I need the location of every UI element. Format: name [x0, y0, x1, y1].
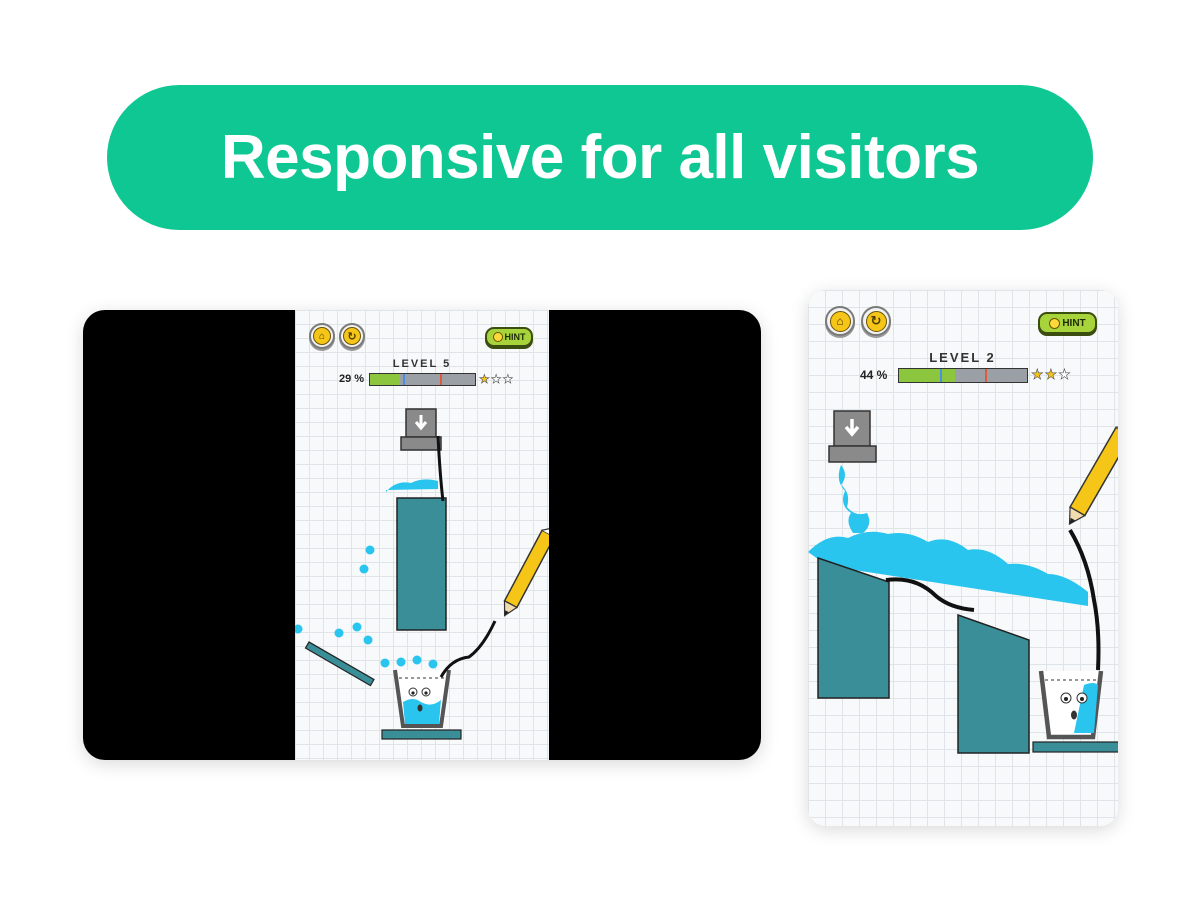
restart-icon: ↻ [343, 327, 361, 345]
progress-bar [898, 368, 1028, 383]
portrait-game-screen: ⌂ ↻ HINT LEVEL 2 44 % ★★★ [808, 290, 1118, 826]
level-title: LEVEL 5 [392, 358, 452, 370]
drawn-line [436, 435, 445, 502]
landscape-game-screen: ⌂ ↻ HINT LEVEL 5 29 % ★★★ [295, 310, 549, 760]
pencil-icon [503, 527, 549, 617]
star-filled-icon: ★ [479, 372, 490, 386]
headline-text: Responsive for all visitors [220, 123, 980, 192]
landscape-game-scene [295, 408, 549, 740]
star-empty-icon: ★ [1058, 366, 1071, 382]
progress-marker-blue [940, 369, 942, 382]
star-filled-icon: ★ [1031, 366, 1044, 382]
hint-button[interactable]: HINT [485, 327, 533, 347]
restart-icon: ↻ [865, 310, 887, 332]
drawn-line [439, 620, 497, 678]
progress-marker-red [985, 369, 987, 382]
hint-button[interactable]: HINT [1038, 312, 1097, 334]
ground-platform [381, 729, 462, 740]
drawn-line [885, 577, 975, 612]
headline-banner: Responsive for all visitors [107, 85, 1093, 230]
home-icon: ⌂ [313, 327, 331, 345]
teal-block [396, 497, 447, 631]
portrait-game-scene [808, 410, 1118, 754]
water-drops [295, 545, 438, 669]
star-empty-icon: ★ [502, 372, 514, 386]
restart-button[interactable]: ↻ [339, 323, 365, 349]
water-dispenser-icon [828, 410, 877, 463]
star-empty-icon: ★ [490, 372, 502, 386]
glass-cup [393, 669, 451, 728]
teal-ramp-right [957, 613, 1030, 754]
progress-bar [369, 373, 476, 386]
drawn-line [1068, 528, 1101, 671]
water-dispenser-icon [400, 408, 442, 451]
lightbulb-icon [1049, 317, 1061, 329]
lightbulb-icon [492, 332, 503, 342]
water-stream [838, 465, 870, 533]
star-rating: ★★★ [1031, 366, 1071, 382]
landscape-device-frame: ⌂ ↻ HINT LEVEL 5 29 % ★★★ [83, 310, 761, 760]
tilted-plank [304, 641, 375, 687]
hint-label: HINT [1062, 317, 1086, 329]
teal-ramp-left [817, 556, 890, 699]
home-button[interactable]: ⌂ [825, 306, 855, 336]
progress-marker-red [440, 374, 442, 385]
pencil-icon [1068, 424, 1118, 526]
portrait-device-frame: ⌂ ↻ HINT LEVEL 2 44 % ★★★ [808, 290, 1118, 826]
water-puddle [386, 479, 438, 492]
progress-marker-blue [403, 374, 405, 385]
home-icon: ⌂ [829, 310, 851, 332]
ground-platform [1032, 741, 1118, 753]
restart-button[interactable]: ↻ [861, 306, 891, 336]
glass-cup [1038, 670, 1104, 740]
hint-label: HINT [504, 332, 526, 342]
star-filled-icon: ★ [1044, 366, 1058, 382]
level-title: LEVEL 2 [929, 350, 996, 365]
progress-fill [370, 374, 401, 385]
star-rating: ★★★ [479, 372, 514, 386]
home-button[interactable]: ⌂ [309, 323, 335, 349]
progress-percent: 44 % [860, 368, 888, 382]
water-splash [808, 531, 1088, 606]
progress-percent: 29 % [339, 373, 365, 385]
